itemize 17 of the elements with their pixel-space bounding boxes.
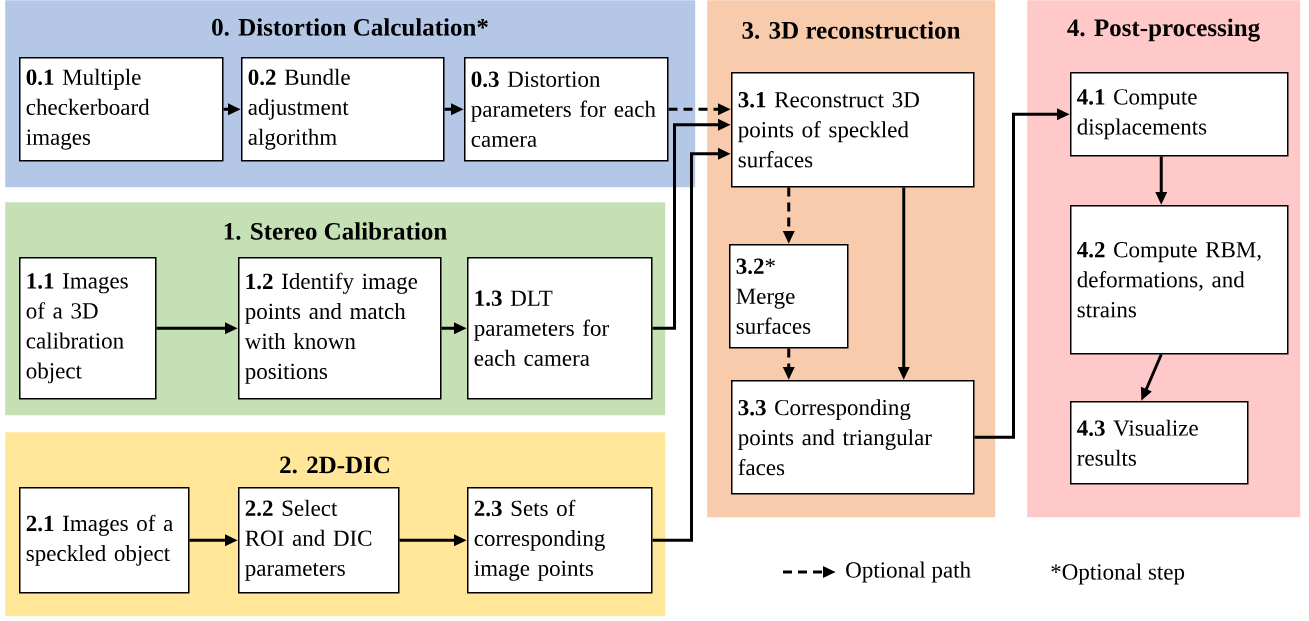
- process-box: 4.2 Compute RBM, deformations, and strains: [1070, 205, 1289, 355]
- process-box: 1.1 Images of a 3D calibration object: [19, 257, 157, 400]
- process-box: 3.1 Reconstruct 3D points of speckled surfaces: [731, 72, 975, 188]
- process-box: 2.2 Select ROI and DIC parameters: [238, 487, 400, 594]
- process-box: 1.2 Identify image points and match with known positions: [238, 257, 442, 400]
- process-box: 2.1 Images of a speckled object: [19, 487, 190, 594]
- process-box: 3.3 Corresponding points and triangular faces: [731, 380, 975, 495]
- process-box: 4.3 Visualize results: [1070, 401, 1249, 485]
- process-box: 3.2* Merge surfaces: [729, 244, 849, 349]
- process-box: 4.1 Compute displacements: [1070, 72, 1289, 157]
- process-box: 1.3 DLT parameters for each camera: [467, 257, 653, 400]
- legend-label: Optional path: [846, 561, 971, 583]
- process-box: 0.1 Multiple checkerboard images: [19, 57, 224, 162]
- process-box: 2.3 Sets of corresponding image points: [467, 487, 653, 594]
- process-box: 0.2 Bundle adjustment algorithm: [241, 57, 445, 162]
- note: *Optional step: [1051, 563, 1185, 585]
- process-box: 0.3 Distortion parameters for each camera: [464, 57, 669, 162]
